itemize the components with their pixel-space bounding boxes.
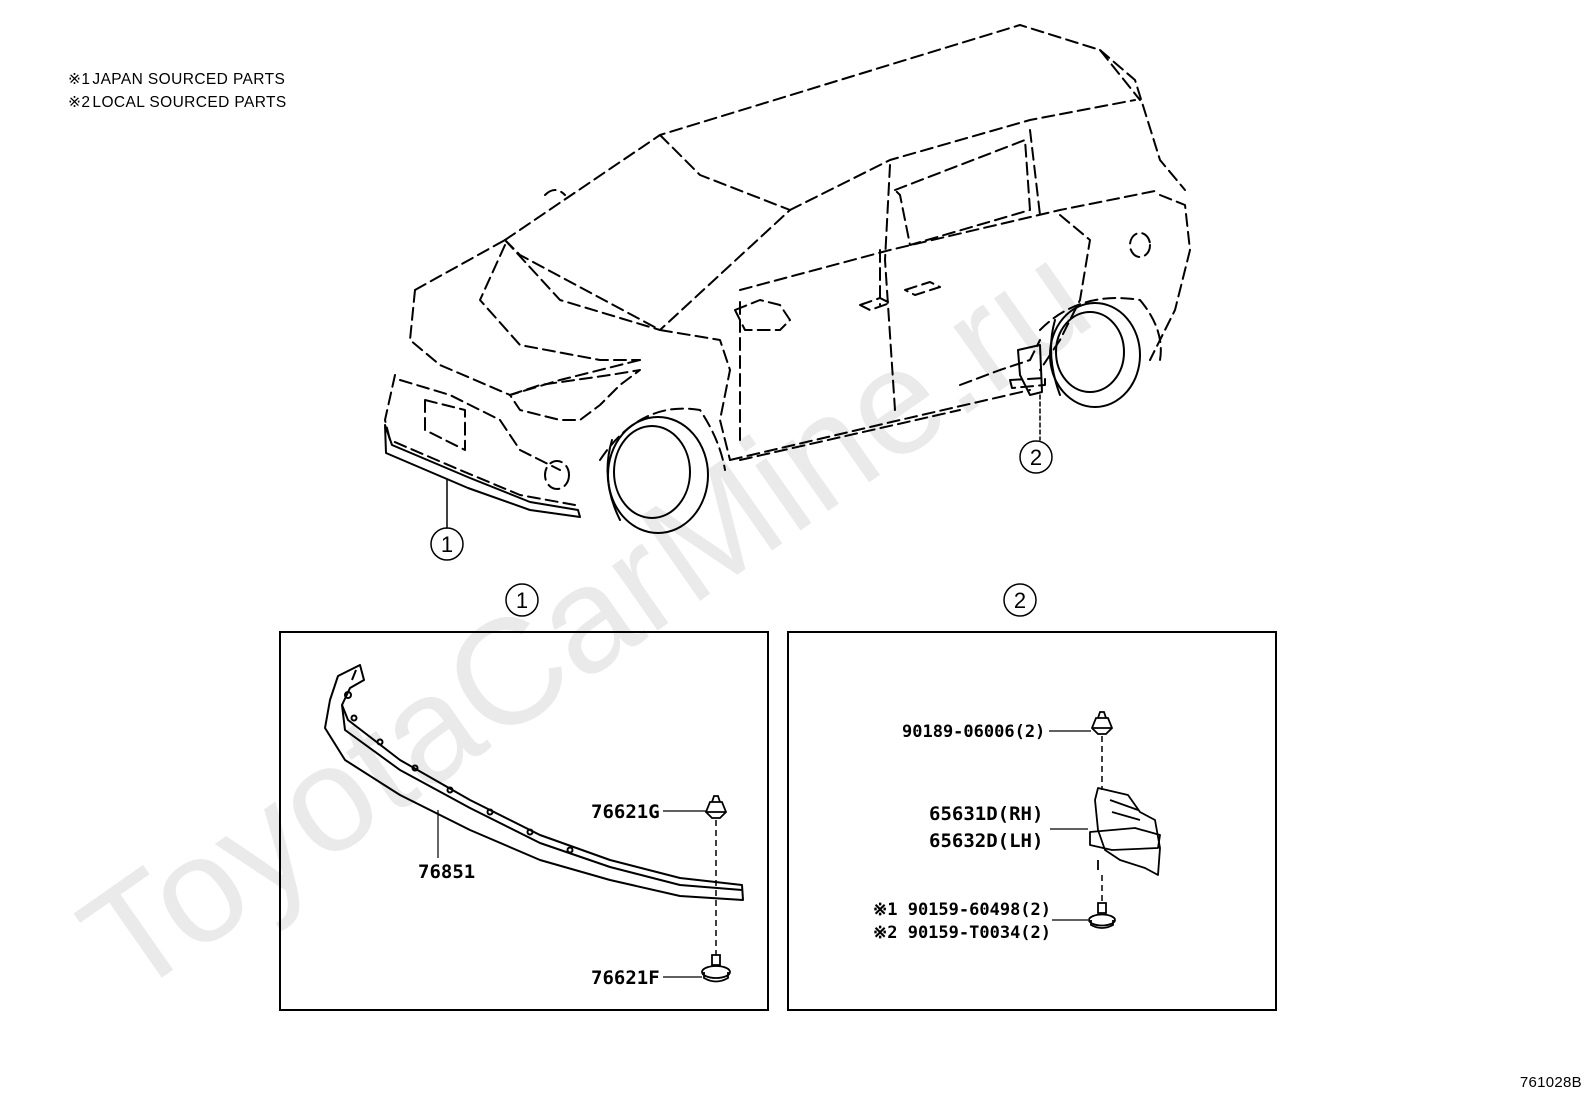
part-90159-t0034-label: ※2 90159-T0034(2) [873,923,1051,943]
part-76621g-label: 76621G [591,801,660,823]
detail-panel-2: 90189-06006(2) 65631D(RH) 65632D(LH) ※1 … [787,631,1277,1011]
part-90159-60498-label: ※1 90159-60498(2) [873,900,1051,920]
screw-90159 [1088,902,1116,929]
callout-1-vehicle: 1 [430,527,464,561]
vehicle-body-outline [384,24,1191,506]
mudguard [1089,787,1161,876]
mudguard-highlight [1017,344,1043,396]
svg-text:1: 1 [516,588,528,613]
part-76851-label: 76851 [418,861,475,883]
front-wheel [606,416,709,534]
svg-text:2: 2 [1030,445,1042,470]
part-65631d-rh-label: 65631D(RH) [929,803,1043,825]
rear-wheel [1049,302,1141,408]
screw-76621f [701,954,731,983]
clip-90189-06006 [1090,711,1114,735]
diagram-id: 761028B [1519,1074,1582,1091]
callout-1-panel: 1 [505,583,539,617]
clip-76621g [704,795,728,819]
callout-2-panel: 2 [1003,583,1037,617]
svg-text:2: 2 [1014,588,1026,613]
part-65632d-lh-label: 65632D(LH) [929,830,1043,852]
part-90189-06006-label: 90189-06006(2) [902,722,1045,742]
part-76621f-label: 76621F [591,967,660,989]
front-spoiler-highlight [384,424,581,518]
vehicle-illustration [384,24,1191,534]
callout-2-vehicle: 2 [1019,440,1053,474]
svg-text:1: 1 [441,532,453,557]
front-spoiler [324,664,744,901]
detail-panel-1: 76851 76621G 76621F [279,631,769,1011]
